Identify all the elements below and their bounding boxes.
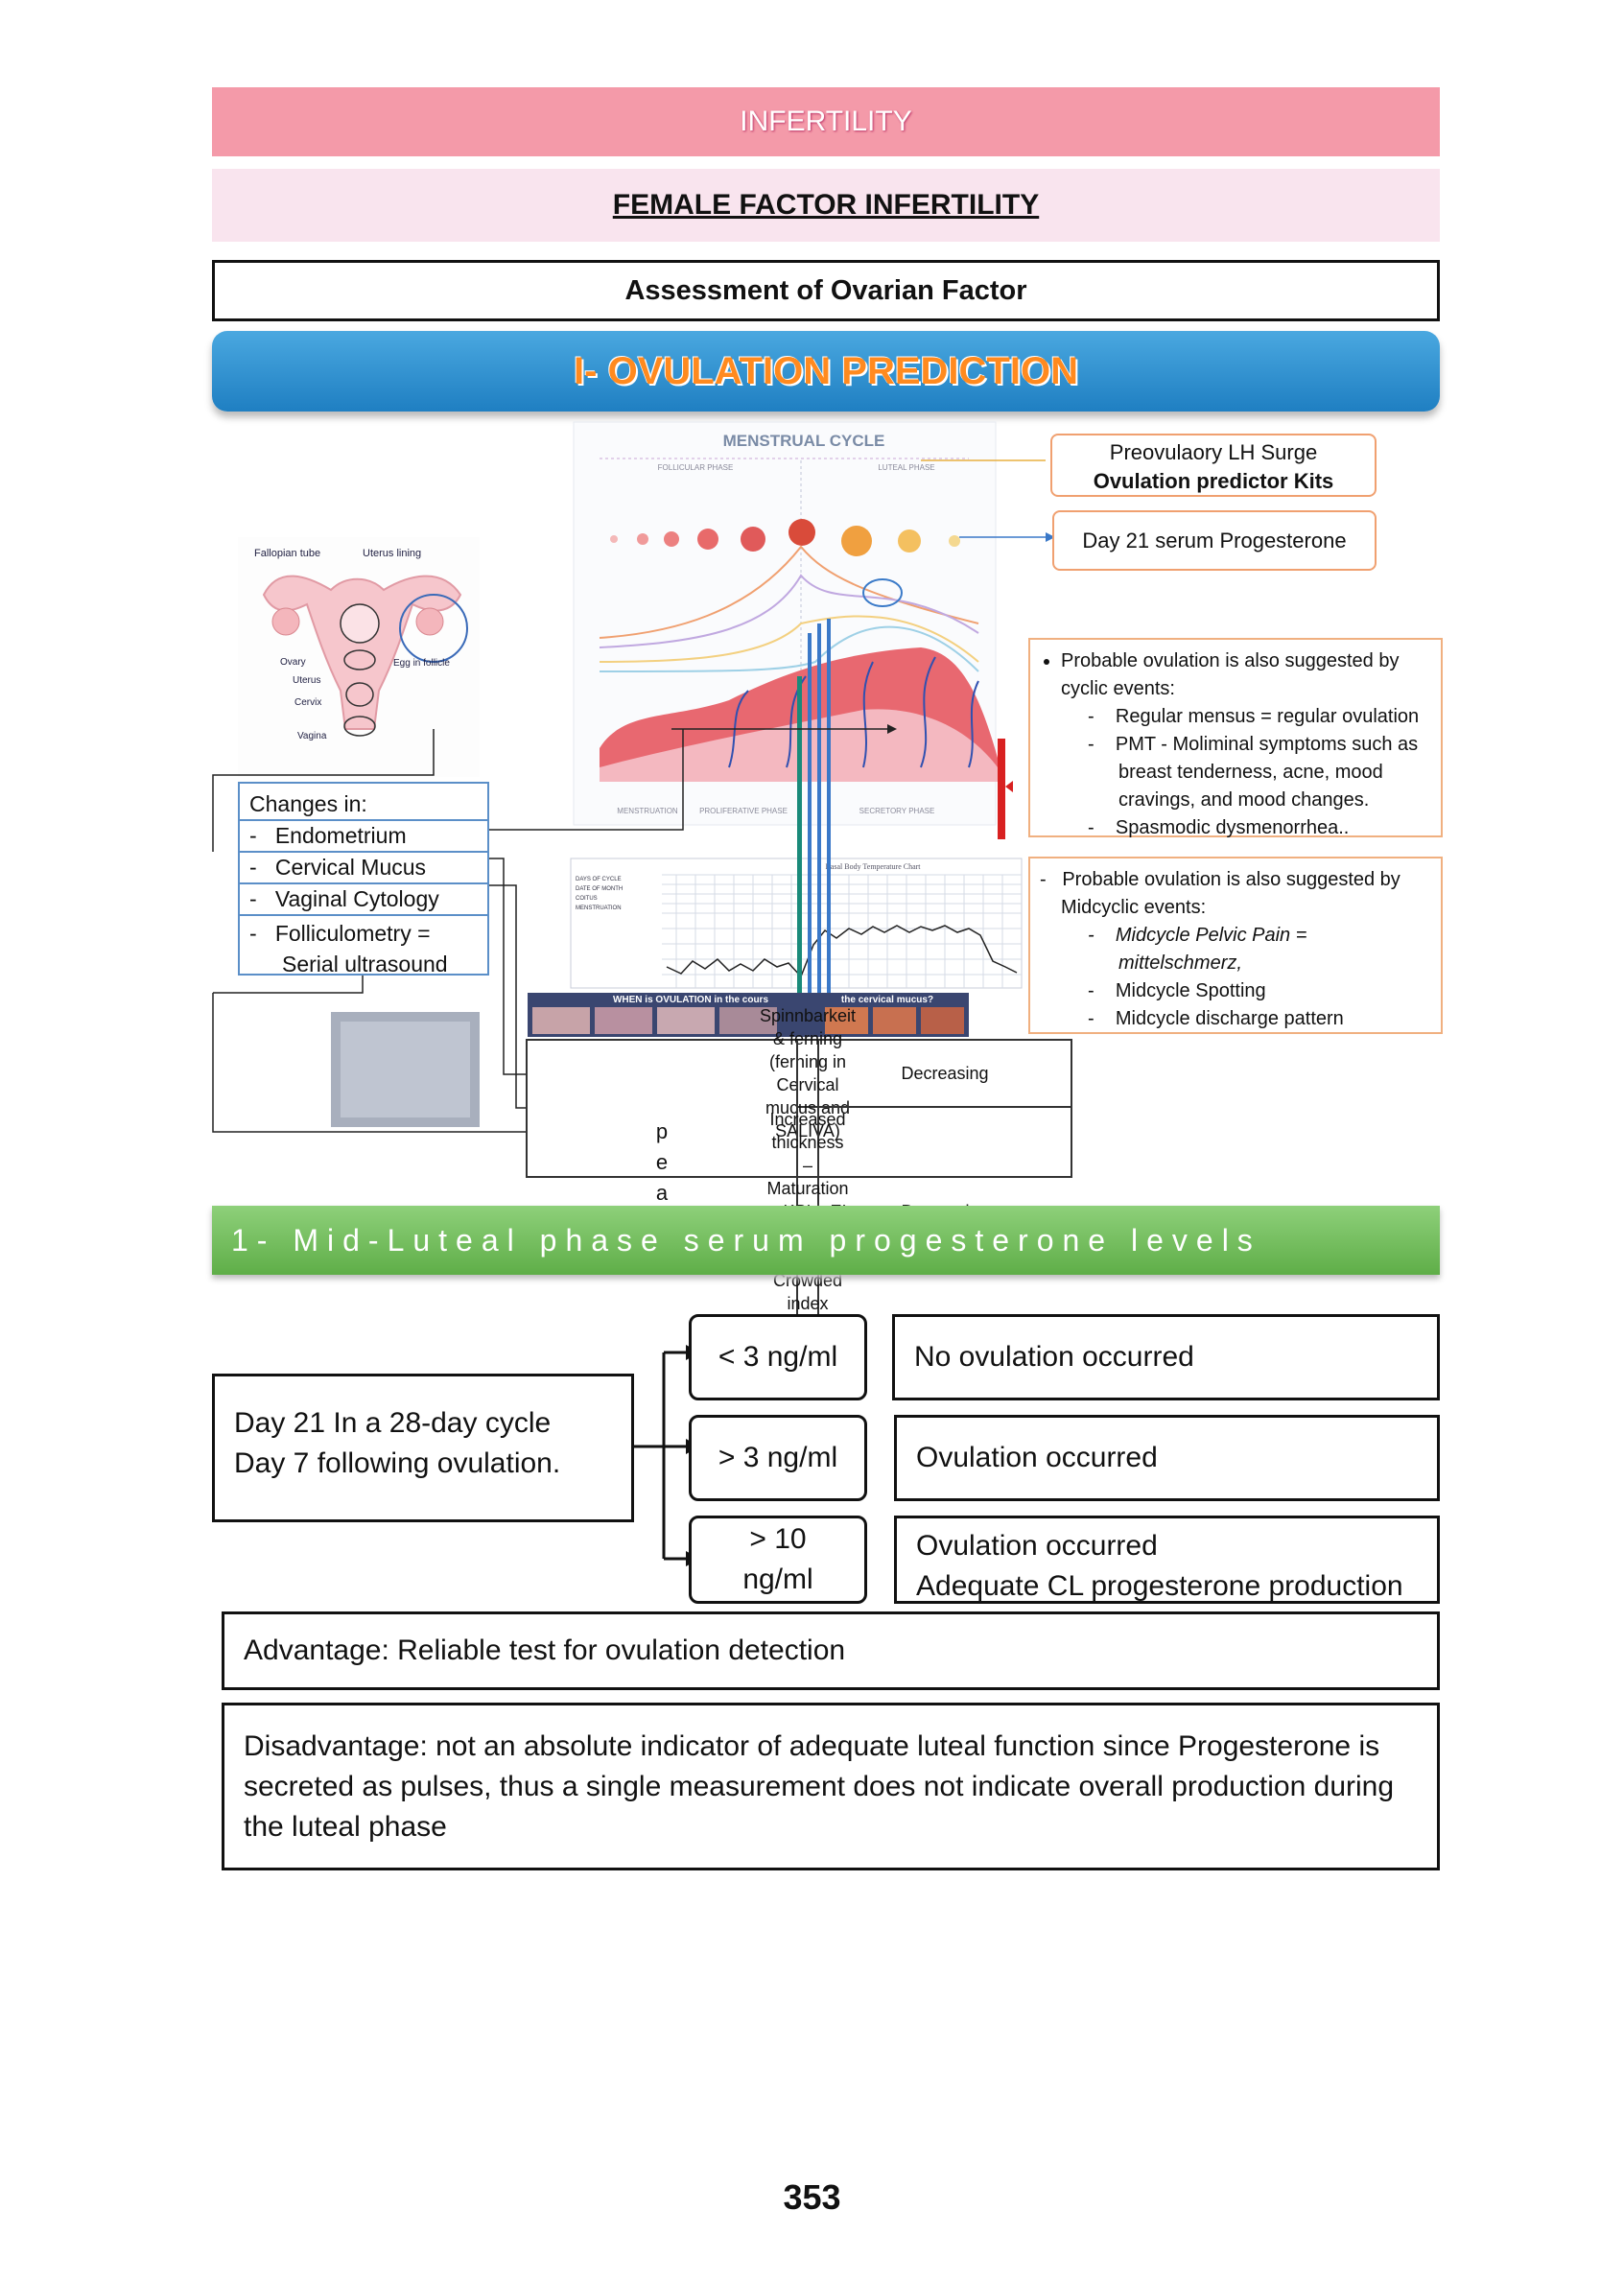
ovulation-marker-blue-2 <box>817 623 821 1007</box>
result-ovulation-adequate: Ovulation occurred Adequate CL progester… <box>894 1516 1440 1604</box>
mucus-row1-left: Spinnbarkeit & ferning (ferning in Cervi… <box>798 1041 819 1108</box>
midcyclic-item: - Midcycle discharge pattern <box>1088 1005 1431 1033</box>
mucus-caption-a: WHEN is OVULATION in the cours <box>613 995 768 1005</box>
svg-text:DATE OF MONTH: DATE OF MONTH <box>576 886 623 892</box>
label-cervix: Cervix <box>294 697 321 708</box>
change-item-cytology: - Vaginal Cytology <box>240 882 487 914</box>
level-box-gt3: > 3 ng/ml <box>689 1415 867 1501</box>
secretory-label: SECRETORY PHASE <box>859 807 935 815</box>
ovulation-marker-teal <box>797 676 802 998</box>
luteal-label: LUTEAL PHASE <box>878 463 934 472</box>
midcyclic-item: - Midcycle Pelvic Pain = mittelschmerz, <box>1088 922 1431 977</box>
changes-box: Changes in: - Endometrium - Cervical Muc… <box>238 782 489 976</box>
condition-box: Day 21 In a 28-day cycle Day 7 following… <box>212 1374 634 1522</box>
cyclic-item: - Regular mensus = regular ovulation <box>1088 703 1431 731</box>
day21-progesterone-box: Day 21 serum Progesterone <box>1052 510 1377 571</box>
label-fallopian: Fallopian tube <box>254 548 320 559</box>
section1-banner: 1- Mid-Luteal phase serum progesterone l… <box>212 1206 1440 1275</box>
bbt-title: Basal Body Temperature Chart <box>825 862 921 871</box>
changes-title: Changes in: <box>240 784 487 819</box>
midcyclic-events-box: - Probable ovulation is also suggested b… <box>1028 857 1443 1034</box>
result-line1: Ovulation occurred <box>916 1526 1418 1566</box>
svg-text:COITUS: COITUS <box>576 896 598 902</box>
lh-surge-box: Preovulaory LH Surge Ovulation predictor… <box>1050 434 1377 497</box>
cycle-title: MENSTRUAL CYCLE <box>723 432 885 450</box>
cyclic-intro: Probable ovulation is also suggested by … <box>1061 647 1431 703</box>
change-item-folliculometry: - Folliculometry = Serial ultrasound <box>240 914 487 981</box>
mucus-table: Spinnbarkeit & ferning (ferning in Cervi… <box>526 1039 1072 1178</box>
cyclic-events-box: Probable ovulation is also suggested by … <box>1028 638 1443 837</box>
advantage-box: Advantage: Reliable test for ovulation d… <box>222 1611 1440 1690</box>
result-line2: Adequate CL progesterone production <box>916 1566 1418 1607</box>
menstruation-label: MENSTRUATION <box>617 807 678 815</box>
ovulation-marker-blue-3 <box>827 619 831 1002</box>
label-ovary: Ovary <box>280 657 306 668</box>
follicular-label: FOLLICULAR PHASE <box>658 463 734 472</box>
svg-text:MENSTRUATION: MENSTRUATION <box>576 905 622 911</box>
level-box-gt10: > 10 ng/ml <box>689 1516 867 1604</box>
midcyclic-intro: - Probable ovulation is also suggested b… <box>1040 866 1431 922</box>
ovulation-kits-label: Ovulation predictor Kits <box>1052 467 1375 496</box>
svg-text:DAYS OF CYCLE: DAYS OF CYCLE <box>576 877 622 882</box>
uterus-illustration: Fallopian tube Uterus lining Ovary Uteru… <box>238 537 480 777</box>
level-box-lt3: < 3 ng/ml <box>689 1314 867 1400</box>
cyclic-item: - Spasmodic dysmenorrhea.. <box>1088 814 1431 842</box>
ovulation-marker-blue-1 <box>808 633 812 1007</box>
proliferative-label: PROLIFERATIVE PHASE <box>699 807 788 815</box>
red-marker <box>998 739 1005 839</box>
cyclic-item: - PMT - Moliminal symptoms such as breas… <box>1088 731 1431 814</box>
condition-line2: Day 7 following ovulation. <box>234 1444 612 1484</box>
bbt-chart: Basal Body Temperature Chart DAYS OF CYC… <box>571 858 1022 988</box>
condition-line1: Day 21 In a 28-day cycle <box>234 1403 612 1444</box>
change-item-mucus: - Cervical Mucus <box>240 851 487 882</box>
disadvantage-box: Disadvantage: not an absolute indicator … <box>222 1703 1440 1870</box>
page-number: 353 <box>0 2177 1624 2218</box>
lh-surge-label: Preovulaory LH Surge <box>1052 438 1375 467</box>
result-ovulation: Ovulation occurred <box>894 1415 1440 1501</box>
mucus-row1-right: Decreasing <box>819 1041 1071 1108</box>
label-uterus-lining: Uterus lining <box>363 548 421 559</box>
label-vagina: Vagina <box>297 731 327 741</box>
result-no-ovulation: No ovulation occurred <box>892 1314 1440 1400</box>
midcyclic-item: - Midcycle Spotting <box>1088 977 1431 1005</box>
label-egg-follicle: Egg in follicle <box>393 658 450 669</box>
label-uterus: Uterus <box>293 675 320 686</box>
change-item-endometrium: - Endometrium <box>240 819 487 851</box>
